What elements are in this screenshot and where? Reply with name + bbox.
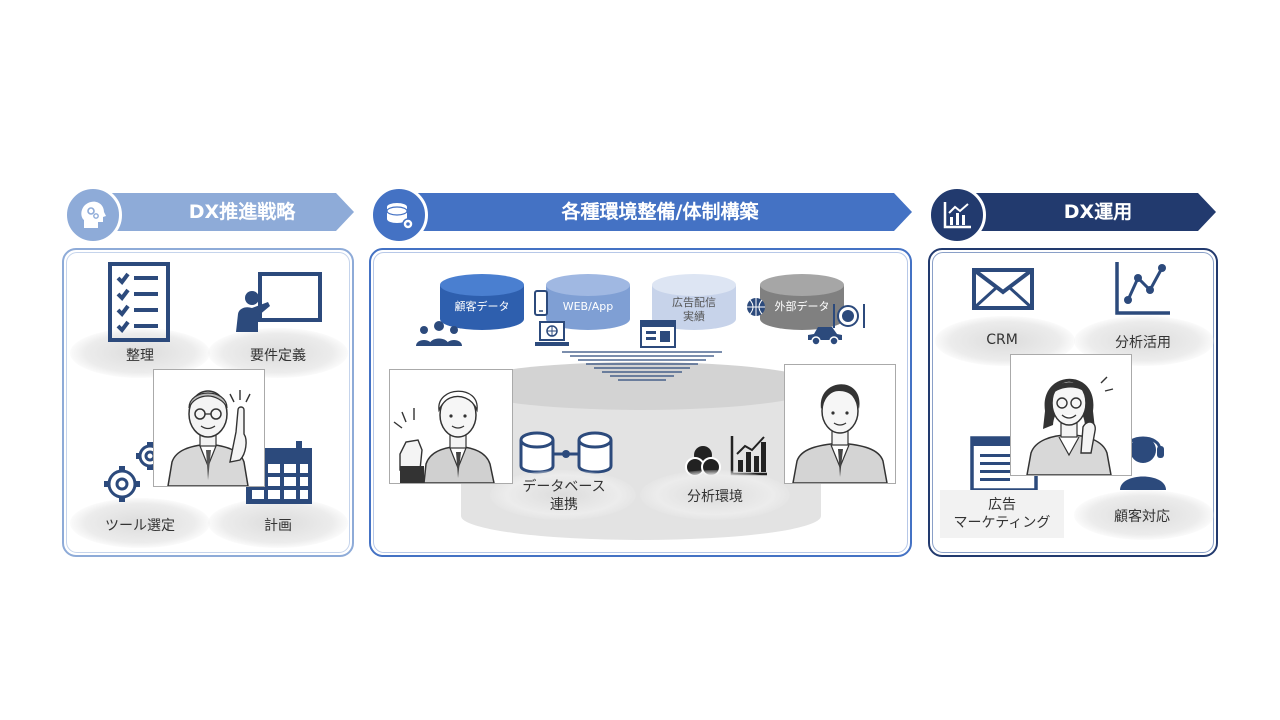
laptop-icon — [535, 321, 569, 346]
strategy-banner: DX推進戦略 — [92, 193, 354, 231]
operator-person-illustration — [1010, 354, 1132, 476]
environment-banner: 各種環境整備/体制構築 — [400, 193, 912, 231]
label-blob — [1074, 490, 1214, 540]
source-label: 広告配信 実績 — [672, 296, 716, 323]
mail-icon — [972, 268, 1034, 310]
source-label: 顧客データ — [454, 300, 510, 313]
ad-marketing-label-box — [940, 490, 1064, 538]
operation-panel-inner — [932, 252, 1214, 553]
database-gear-icon — [370, 186, 428, 244]
ball-icon — [747, 298, 765, 316]
analysis-env-label: 分析環境 — [687, 489, 743, 505]
analyst-person-illustration — [784, 364, 896, 484]
car-icon — [808, 327, 842, 346]
strategy-panel-inner — [66, 252, 350, 553]
environment-panel-inner — [373, 252, 908, 553]
label-blob — [208, 498, 348, 548]
label-blob — [490, 470, 636, 520]
strategy-item-label: 要件定義 — [250, 348, 306, 364]
smartphone-icon — [534, 290, 548, 316]
banner-arrow — [92, 193, 354, 231]
operation-banner: DX運用 — [958, 193, 1216, 231]
database-link-label: データベース 連携 — [522, 479, 606, 513]
people-group-icon — [416, 321, 462, 346]
ad-window-icon — [640, 320, 676, 348]
checklist-icon — [108, 262, 170, 342]
environment-panel — [369, 248, 912, 557]
strategy-item-label: ツール選定 — [105, 518, 175, 534]
source-cylinder-customer: 顧客データ — [440, 274, 524, 330]
label-blob — [70, 498, 210, 548]
dining-icon — [833, 304, 865, 328]
source-label: 外部データ — [774, 300, 830, 313]
environment-title: 各種環境整備/体制構築 — [561, 201, 759, 223]
head-gears-icon — [64, 186, 122, 244]
database-link-icon — [519, 431, 613, 474]
strategist-person-illustration — [153, 369, 265, 487]
strategy-title: DX推進戦略 — [188, 201, 296, 223]
source-cylinder-web: WEB/App — [546, 274, 630, 330]
operation-item-label: 分析活用 — [1115, 335, 1171, 351]
presentation-icon — [236, 272, 322, 332]
strategy-panel — [62, 248, 354, 557]
funnel-arrow-icon — [562, 351, 722, 381]
operation-item-label: 顧客対応 — [1114, 509, 1170, 525]
source-cylinder-external: 外部データ — [760, 274, 844, 330]
strategy-item-label: 整理 — [126, 348, 154, 364]
banner-arrow — [400, 193, 912, 231]
bar-chart-icon — [730, 436, 767, 476]
operation-panel — [928, 248, 1218, 557]
chart-icon — [928, 186, 986, 244]
operation-title: DX運用 — [1063, 201, 1133, 223]
strategy-item-label: 計画 — [264, 518, 292, 534]
engineer-person-illustration — [389, 369, 513, 484]
source-label: WEB/App — [562, 300, 614, 313]
banner-arrow — [958, 193, 1216, 231]
operation-item-label: 広告 マーケティング — [953, 497, 1051, 531]
label-blob — [640, 470, 790, 520]
operation-item-label: CRM — [986, 332, 1018, 348]
line-chart-icon — [1115, 262, 1170, 315]
